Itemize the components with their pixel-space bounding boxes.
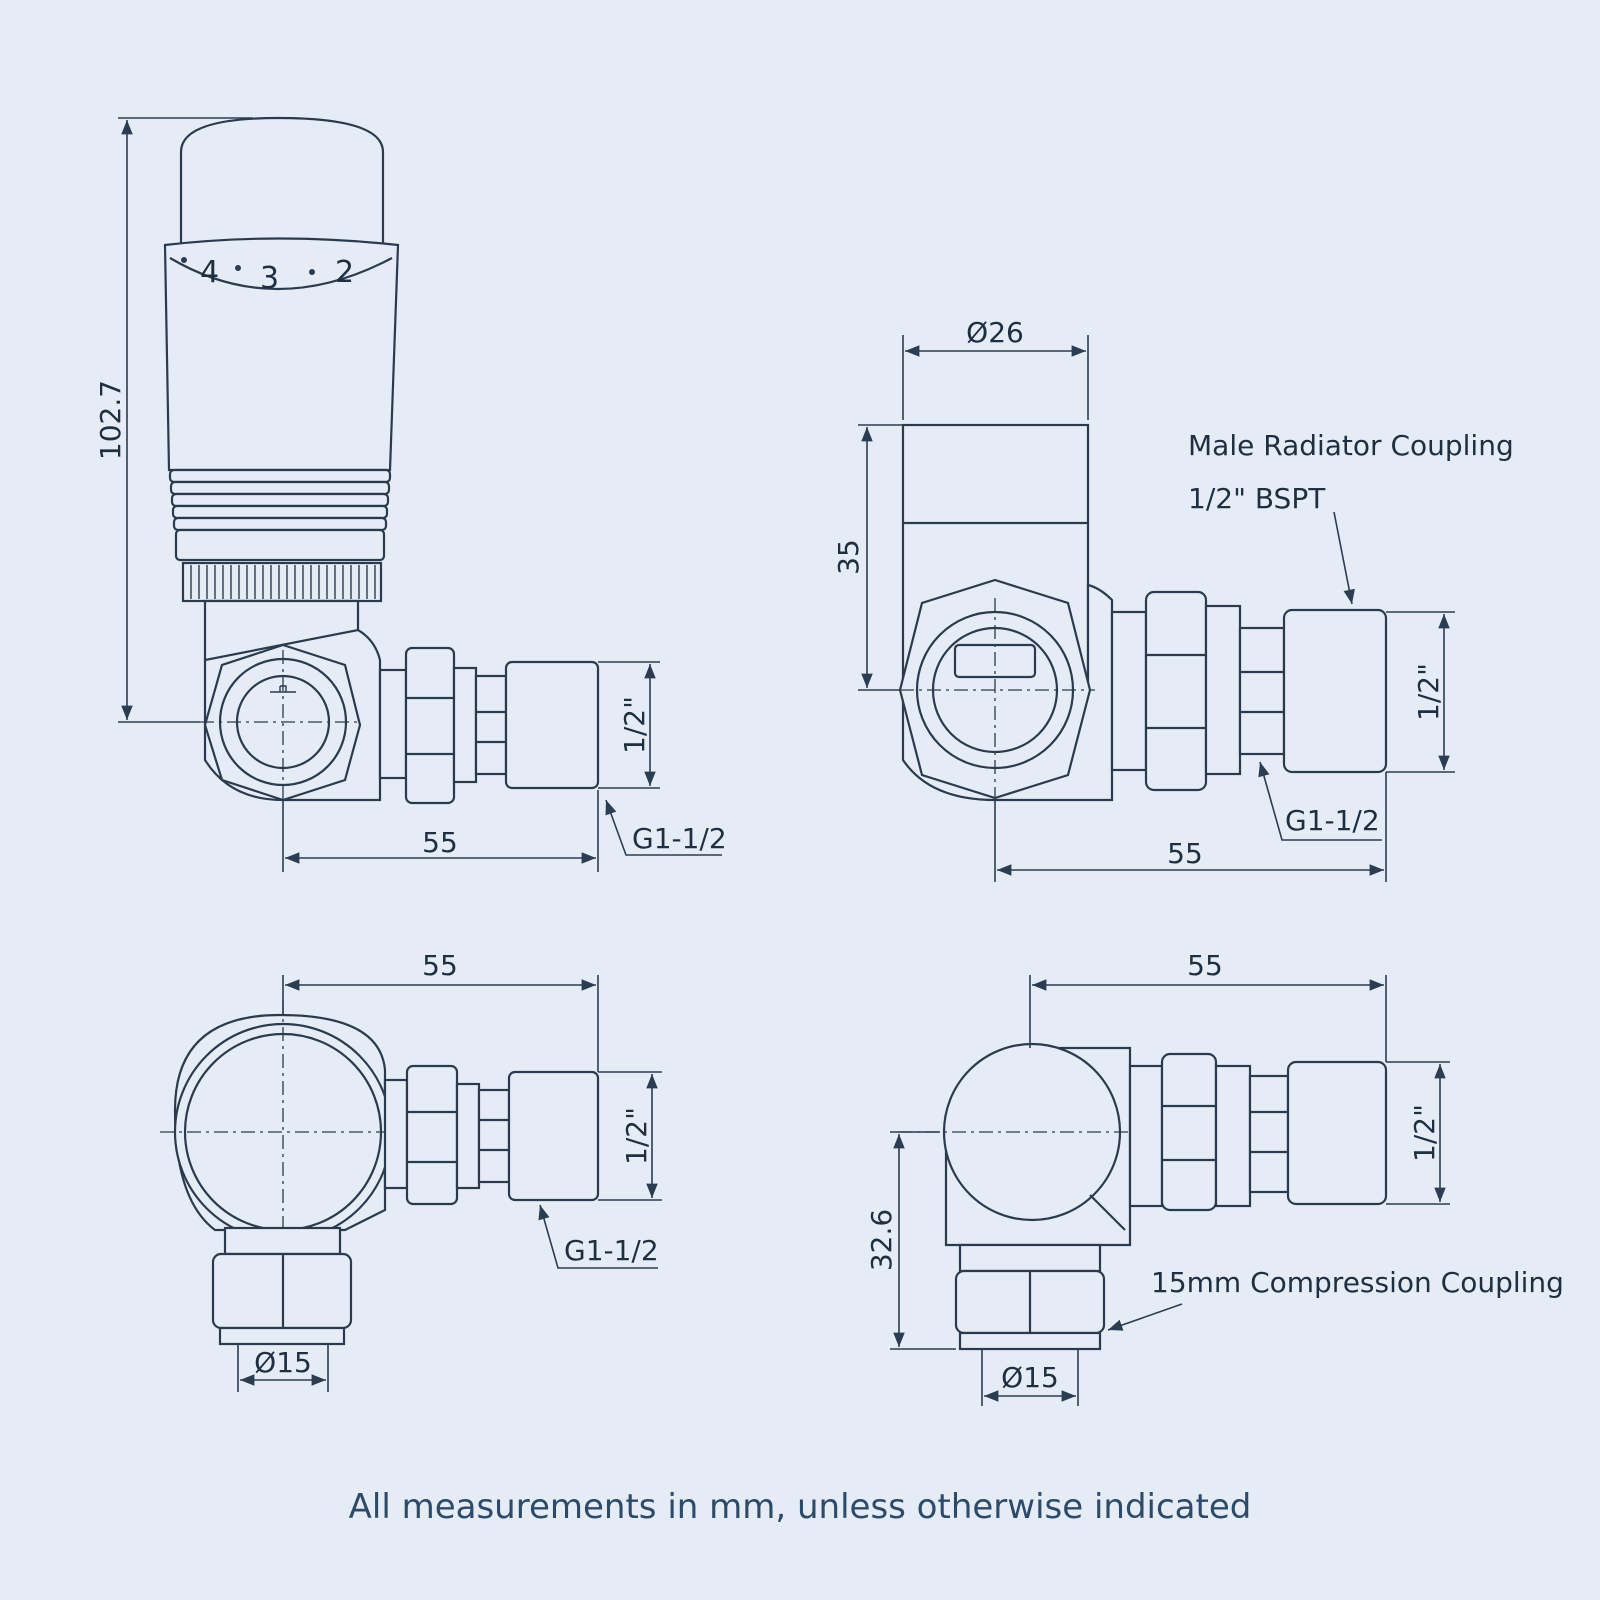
coupling-nut [1160,1052,1218,1212]
knurled-ring [181,561,383,603]
tailpiece [1286,1060,1388,1206]
thermostat-sleeve [163,237,400,472]
height-dimension-label: 32.6 [865,1209,898,1271]
coupling-nut [1144,590,1208,792]
coupling-nut [404,646,456,805]
height-dimension-label: 102.7 [94,380,127,460]
compression-label: 15mm Compression Coupling [1151,1266,1564,1299]
dial-number-3: 3 [260,261,279,296]
view-bottom-right: 55 1/2" 32.6 15mm Compression Coupling Ø… [865,949,1564,1406]
coupling-nut [405,1064,459,1206]
pipe-size-label: 1/2" [618,696,651,754]
pipe-size-label: 1/2" [1408,1104,1441,1162]
view-front-left: 4 3 2 102.7 55 1/2" G1-1/2 [94,116,727,872]
coupling-label-line1: Male Radiator Coupling [1188,429,1514,462]
head-height-label: 35 [832,539,865,575]
footer-note: All measurements in mm, unless otherwise… [349,1487,1252,1527]
head-diameter-label: Ø26 [966,316,1024,349]
width-dimension-label: 55 [422,949,458,982]
width-dimension-label: 55 [1187,949,1223,982]
pipe-size-label: 1/2" [620,1107,653,1165]
pipe-size-label: 1/2" [1412,663,1445,721]
coupling-label-line2: 1/2" BSPT [1188,482,1326,515]
thermostat-ribs [168,468,392,562]
view-front-right: Ø26 35 Male Radiator Coupling 1/2" BSPT … [832,316,1514,882]
view-bottom-left: 55 1/2" G1-1/2 Ø15 [160,949,662,1392]
tailpiece [507,1070,600,1202]
width-dimension-label: 55 [422,826,458,859]
thermostat-head-dome [179,116,385,247]
thread-label: G1-1/2 [564,1234,659,1267]
tailpiece [504,660,600,790]
dial-number-4: 4 [200,255,219,290]
tailpiece [1282,608,1388,774]
dial-number-2: 2 [335,255,354,290]
diameter-label: Ø15 [254,1346,312,1379]
thread-label: G1-1/2 [632,822,727,855]
diameter-label: Ø15 [1001,1361,1059,1394]
thread-label: G1-1/2 [1285,804,1380,837]
width-dimension-label: 55 [1167,837,1203,870]
